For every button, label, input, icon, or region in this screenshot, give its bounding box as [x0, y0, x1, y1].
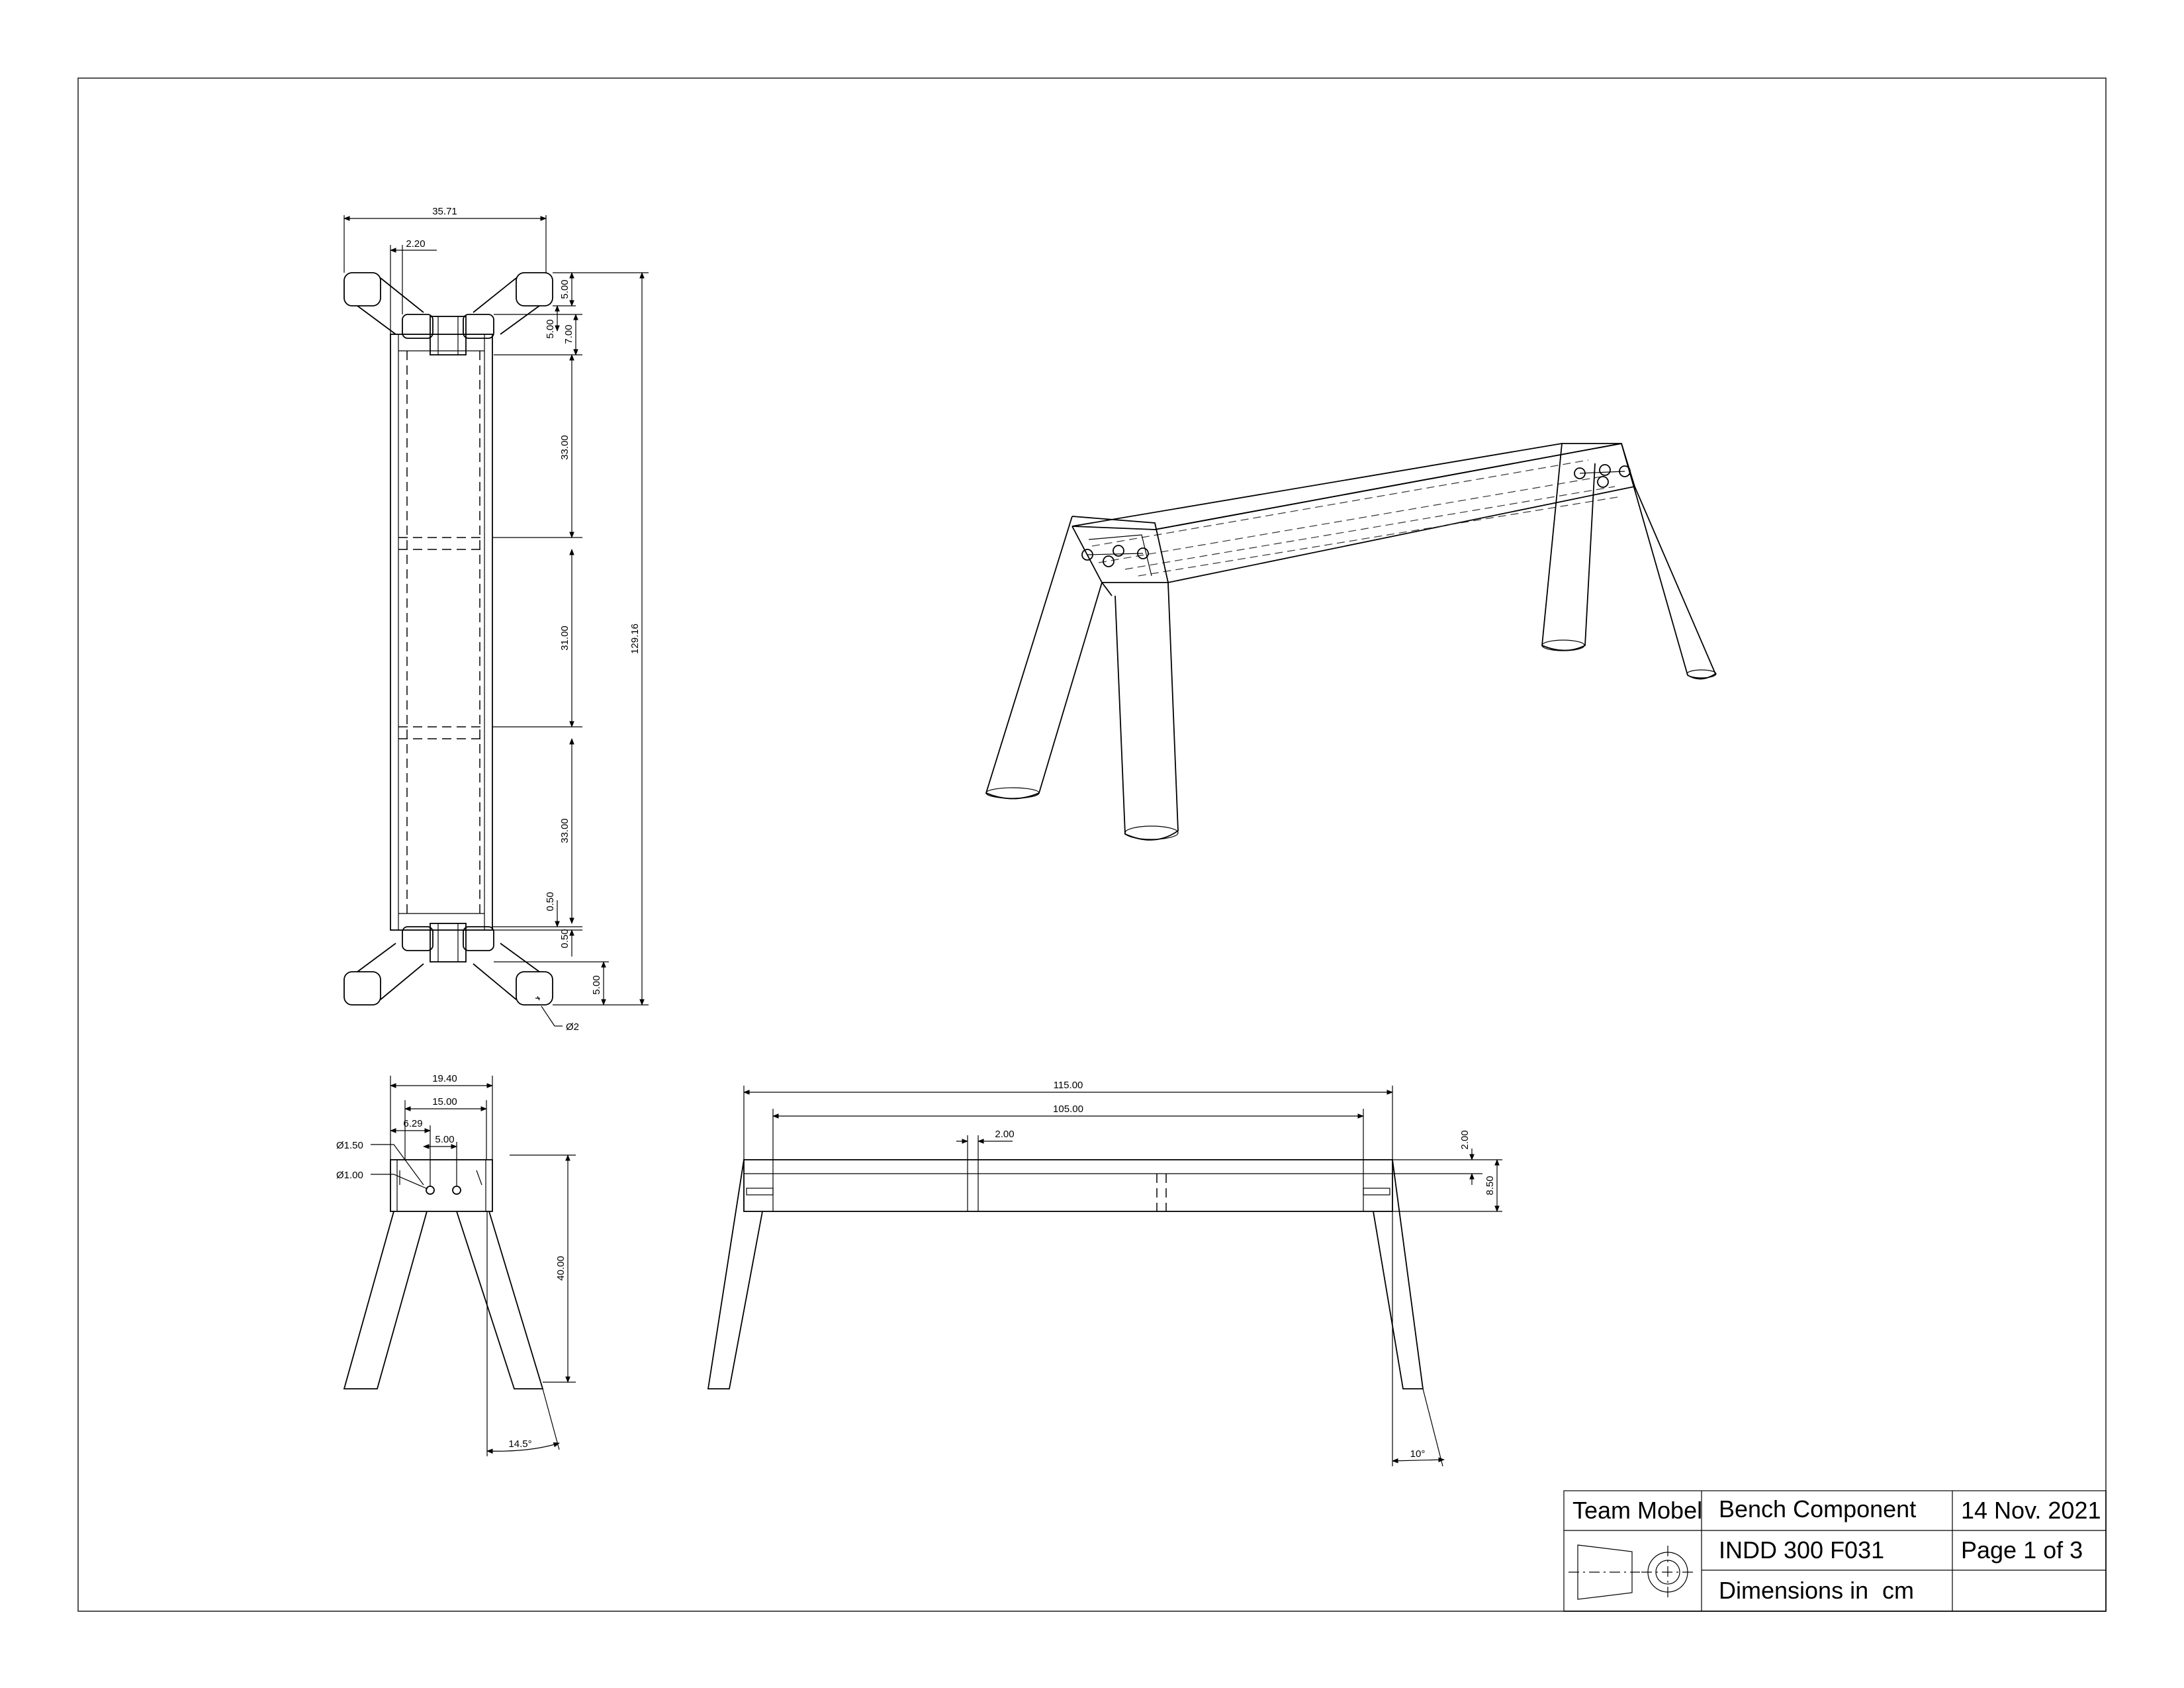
dim-top-gap-b: 0.50 — [559, 929, 570, 948]
dim-top-end-5b: 5.00 — [545, 319, 556, 338]
dim-top-seg-b: 31.00 — [559, 626, 570, 651]
dim-side-hole-small: Ø1.00 — [336, 1170, 363, 1181]
dim-side-hole-large: Ø1.50 — [336, 1140, 363, 1151]
dim-top-end-7: 7.00 — [563, 324, 574, 344]
dim-top-end-5a: 5.00 — [559, 279, 570, 299]
title-block-units-value: cm — [1882, 1577, 1914, 1604]
third-angle-projection-icon — [1569, 1544, 1696, 1600]
dim-top-width: 35.71 — [432, 206, 457, 217]
dim-top-end-5c: 5.00 — [591, 975, 602, 994]
dim-front-top-thickness: 2.00 — [1459, 1130, 1471, 1149]
dim-side-offset: 6.29 — [403, 1118, 422, 1129]
title-block-course-code: INDD 300 F031 — [1719, 1536, 1884, 1564]
title-block-page: Page 1 of 3 — [1961, 1536, 2083, 1564]
dim-side-angle: 14.5° — [508, 1438, 531, 1450]
dim-front-overall: 115.00 — [1054, 1080, 1083, 1091]
dim-top-seg-c: 33.00 — [559, 818, 570, 843]
title-block-units-label: Dimensions in — [1719, 1577, 1868, 1604]
dim-front-beam-height: 8.50 — [1484, 1176, 1496, 1195]
title-block: Team Mobel Bench Component 14 Nov. 2021 … — [1563, 1490, 2107, 1612]
front-view: 115.00 105.00 2.00 2.00 8.50 10° — [707, 1080, 1502, 1467]
title-block-team: Team Mobel — [1572, 1497, 1702, 1524]
top-view: 35.71 2.20 5.00 5.00 7.00 33.00 31.00 33… — [343, 206, 649, 1033]
dim-side-hole-spacing: 5.00 — [435, 1134, 454, 1145]
dim-front-slot: 2.00 — [995, 1129, 1014, 1140]
title-block-part-name: Bench Component — [1719, 1495, 1916, 1523]
title-block-date: 14 Nov. 2021 — [1961, 1497, 2101, 1524]
dim-top-offset: 2.20 — [406, 238, 425, 250]
dim-front-angle: 10° — [1410, 1448, 1426, 1460]
sheet-border — [77, 77, 2107, 1612]
isometric-view — [985, 442, 1717, 841]
dim-side-inner-width: 15.00 — [432, 1096, 457, 1107]
dim-side-height: 40.00 — [555, 1256, 567, 1281]
dim-side-top-width: 19.40 — [432, 1073, 457, 1084]
dim-top-gap-a: 0.50 — [545, 892, 556, 911]
dim-front-inner: 105.00 — [1053, 1103, 1083, 1115]
side-view: 19.40 15.00 6.29 5.00 Ø1.50 Ø1.00 40.00 … — [336, 1073, 576, 1456]
dim-top-hole: Ø2 — [566, 1021, 579, 1033]
dim-top-seg-a: 33.00 — [559, 435, 570, 460]
dim-top-total-length: 129.16 — [629, 624, 641, 654]
